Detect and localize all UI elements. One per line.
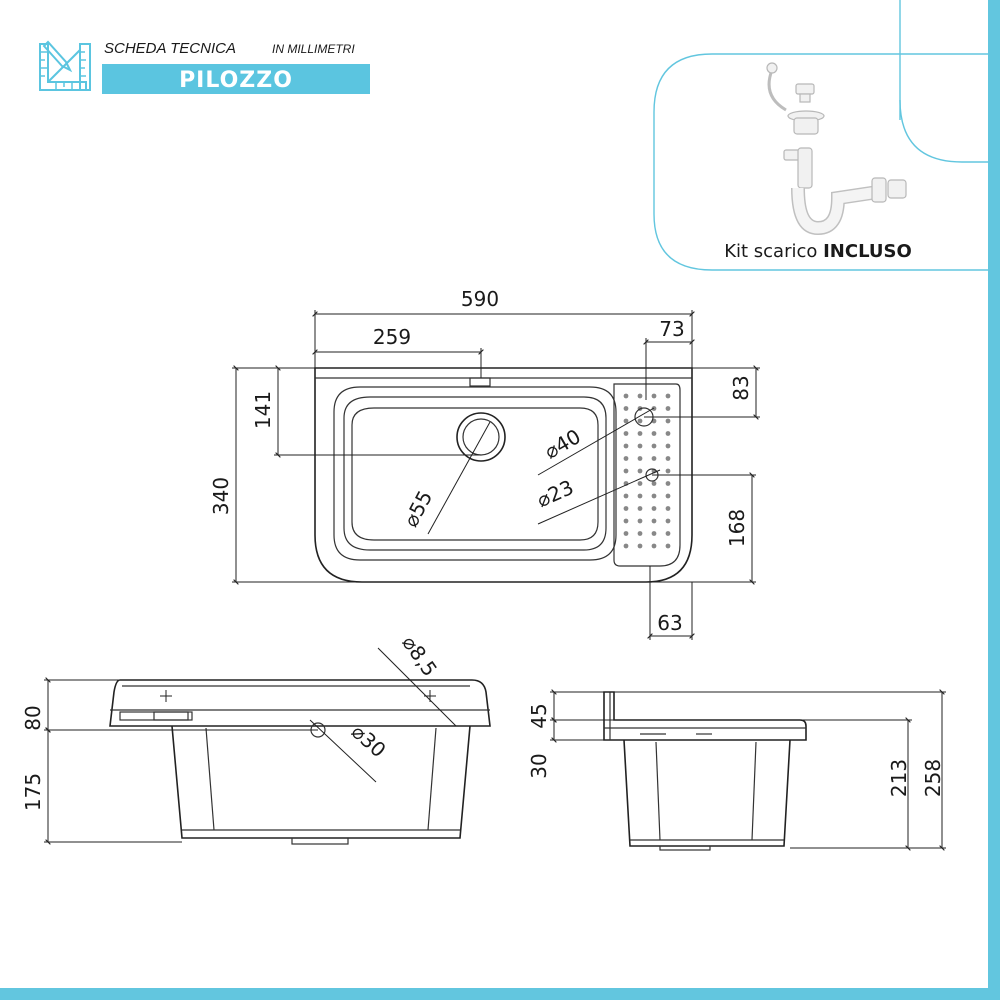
tray-hole (651, 481, 657, 486)
tray-hole (623, 456, 629, 461)
tray-hole (637, 468, 643, 474)
tray-perforations (623, 393, 671, 549)
tray-hole (651, 493, 657, 499)
tray-hole (651, 456, 657, 461)
dim-side-258: 258 (921, 759, 945, 797)
tray-hole (637, 393, 643, 399)
tray-hole (665, 418, 671, 424)
tray-hole (665, 443, 671, 449)
dim-bottom-63: 63 (657, 611, 682, 635)
top-view (314, 367, 693, 583)
product-banner (102, 64, 370, 94)
tray-hole (651, 506, 657, 511)
tray-hole (651, 443, 657, 449)
tray-hole (651, 518, 657, 524)
tray-hole (637, 506, 643, 511)
dim-hole-168: 168 (725, 509, 749, 547)
tray-hole (665, 493, 671, 499)
drain-kit-illustration (766, 62, 907, 236)
dim-side-213: 213 (887, 759, 911, 797)
tray-hole (637, 531, 643, 536)
tray-hole (623, 431, 629, 436)
tray-hole (637, 443, 643, 449)
right-border (988, 0, 1000, 1000)
dim-rim-80: 80 (21, 705, 45, 730)
tray-hole (637, 493, 643, 499)
tray-hole (651, 531, 657, 536)
corner-decoration-curve (899, 99, 988, 163)
sheet-subtitle: IN MILLIMETRI (272, 42, 355, 56)
tray-hole (665, 506, 671, 511)
sheet-title: SCHEDA TECNICA (104, 40, 236, 57)
tray-hole (637, 431, 643, 436)
kit-label: Kit scarico INCLUSO (724, 241, 912, 262)
tray-hole (651, 543, 657, 549)
tray-hole (665, 431, 671, 436)
tray-hole (637, 456, 643, 461)
tray-hole (665, 456, 671, 461)
tray-hole (651, 431, 657, 436)
tray-hole (623, 493, 629, 499)
dim-side-45: 45 (527, 703, 551, 728)
bottom-border (0, 988, 1000, 1000)
dim-side-30: 30 (527, 753, 551, 778)
tray-hole (623, 531, 629, 536)
tray-hole (623, 468, 629, 474)
ruler-pencil-icon (39, 40, 91, 91)
dim-basin-175: 175 (21, 773, 45, 811)
tray-hole (623, 506, 629, 511)
tray-hole (665, 543, 671, 549)
tray-hole (623, 393, 629, 399)
tray-hole (665, 481, 671, 486)
dim-tray-73: 73 (659, 317, 684, 341)
tray-hole (665, 468, 671, 474)
tray-hole (665, 406, 671, 411)
dim-width-590: 590 (461, 287, 499, 311)
tray-hole (623, 418, 629, 424)
tray-hole (637, 418, 643, 424)
tray-hole (651, 393, 657, 399)
tray-hole (665, 518, 671, 524)
tray-hole (623, 518, 629, 524)
tray-hole (623, 443, 629, 449)
tray-hole (637, 481, 643, 486)
tray-hole (623, 543, 629, 549)
dim-drain-141: 141 (251, 391, 275, 429)
side-view-dimensions: 45 30 213 258 (527, 689, 946, 851)
product-name: PILOZZO (179, 68, 293, 93)
tray-hole (637, 543, 643, 549)
tray-hole (665, 531, 671, 536)
tray-hole (665, 393, 671, 399)
kit-box (653, 53, 988, 271)
dim-height-340: 340 (209, 477, 233, 515)
tray-hole (637, 518, 643, 524)
tray-hole (623, 406, 629, 411)
dim-offset-259: 259 (373, 325, 411, 349)
dim-hole-83: 83 (729, 375, 753, 400)
